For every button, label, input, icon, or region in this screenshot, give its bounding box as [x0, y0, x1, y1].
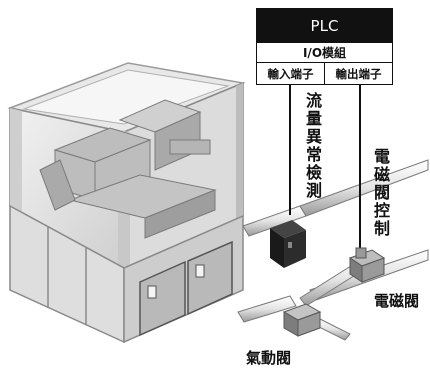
flow-sensor — [270, 220, 306, 268]
robot-arm — [39, 99, 217, 239]
plc-title: PLC — [257, 9, 392, 43]
flow-detect-label: 流量異常檢測 — [303, 92, 322, 200]
machine-enclosure — [7, 62, 246, 344]
output-port-label: 輸出端子 — [335, 66, 382, 81]
pneumatic-valve-label: 氣動閥 — [246, 349, 292, 367]
signal-wires — [289, 85, 361, 255]
solenoid-valve-label: 電磁閥 — [374, 292, 420, 310]
input-port-label: 輸入端子 — [257, 63, 325, 84]
io-module-label: I/O模組 — [257, 43, 392, 63]
plc-ports: 輸入端子 輸出端子 — [257, 63, 392, 84]
solenoid-valve — [348, 247, 386, 283]
pneumatic-valve — [282, 303, 322, 337]
plc-box: PLC I/O模組 輸入端子 輸出端子 — [256, 8, 393, 85]
air-pipes — [237, 159, 429, 341]
valve-control-label: 電磁閥控制 — [371, 148, 390, 238]
